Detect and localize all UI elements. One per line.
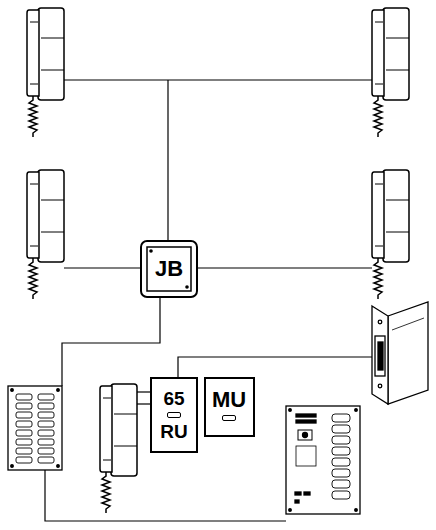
handset-symbol [27, 170, 64, 299]
unit-label: 65 [163, 389, 184, 408]
handset-symbol [372, 8, 409, 137]
power-unit: MU [204, 377, 255, 437]
handset-symbol [100, 384, 137, 513]
junction-box: JB [140, 240, 198, 298]
unit-label: RU [160, 422, 187, 441]
door-panel [286, 406, 360, 514]
relay-unit: 65RU [150, 377, 198, 453]
indicator-slot [167, 412, 181, 418]
door-panel [8, 386, 62, 470]
electric-lock [372, 302, 428, 404]
handset-symbol [27, 8, 64, 137]
unit-label: JB [155, 258, 183, 280]
indicator-slot [222, 415, 236, 421]
handset-symbol [372, 170, 409, 299]
wiring [45, 80, 378, 521]
unit-label: MU [212, 389, 246, 411]
